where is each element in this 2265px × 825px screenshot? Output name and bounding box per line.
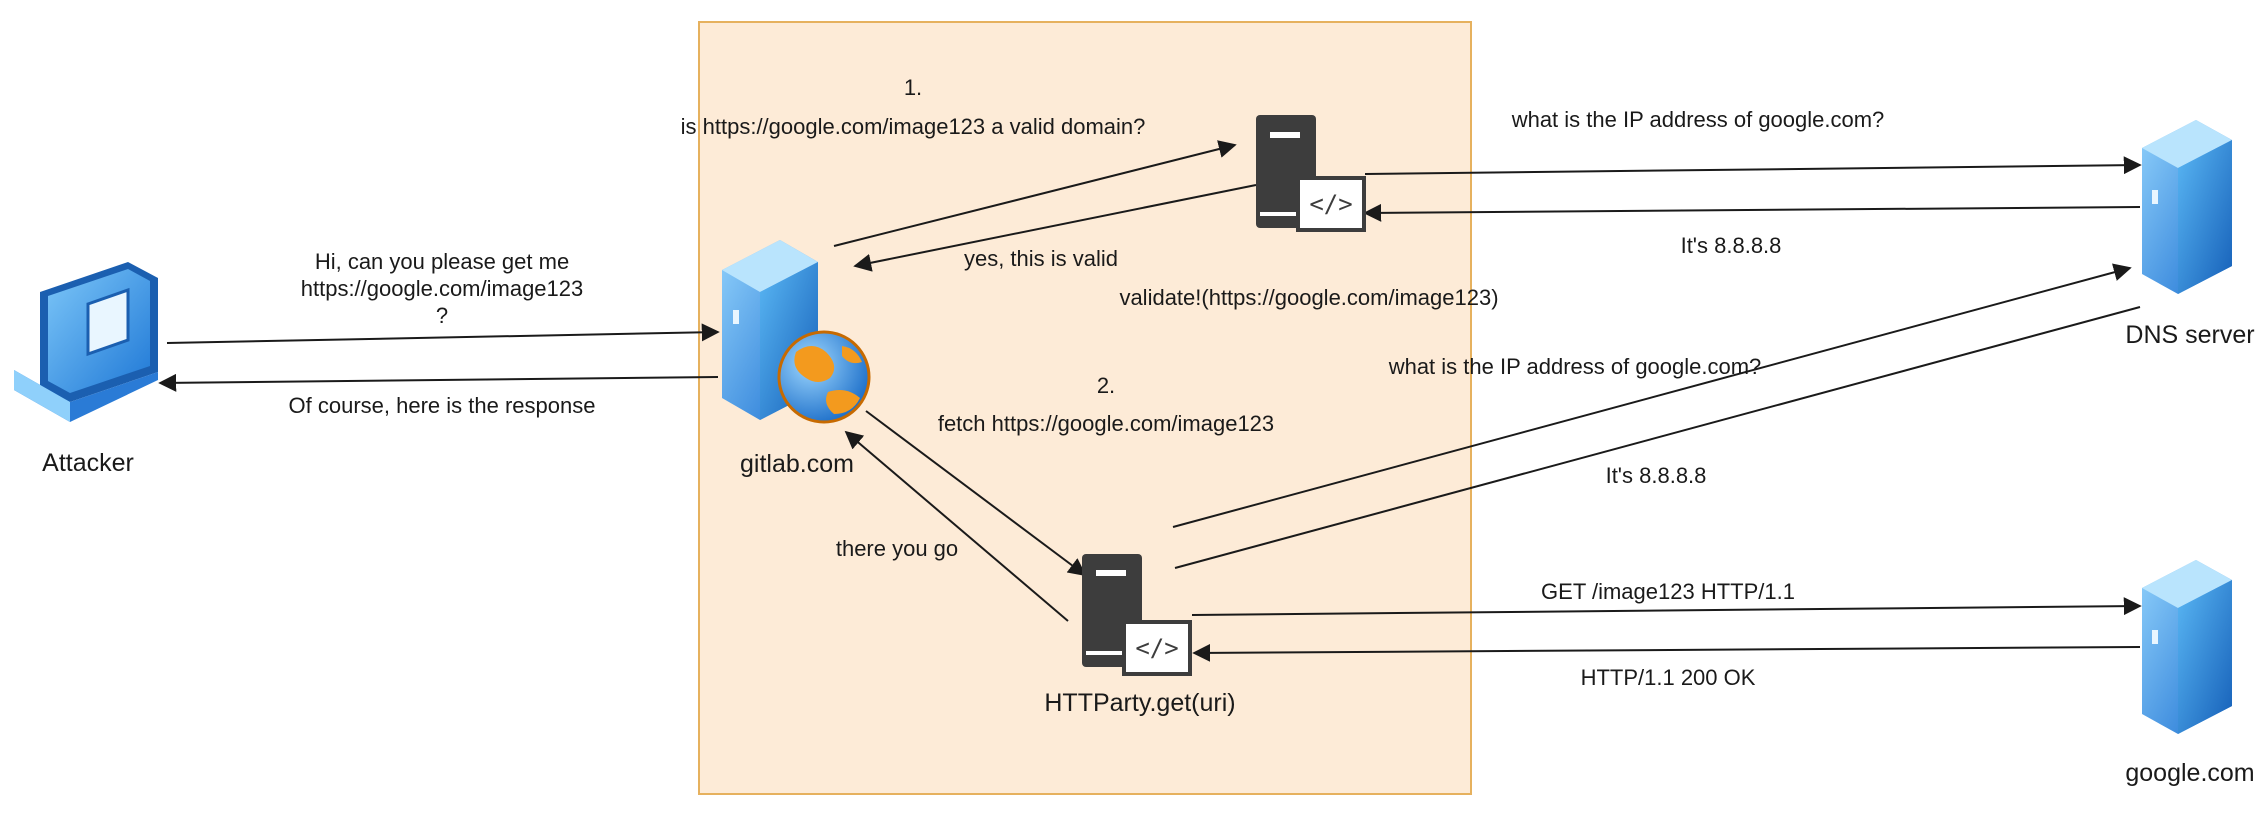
- arrow-httparty-to-google: [1191, 597, 2142, 616]
- arrow-google-to-httparty: [1192, 643, 2141, 662]
- step2-answer: there you go: [835, 536, 959, 561]
- arrow-gitlab-to-validator: [833, 140, 1237, 247]
- arrow-validator-to-dns: [1364, 156, 2142, 175]
- arrow-httparty-to-gitlab: [844, 430, 1069, 622]
- httparty-label: HTTParty.get(uri): [1044, 689, 1236, 717]
- gitlab-label: gitlab.com: [740, 450, 854, 478]
- google-label: google.com: [2125, 759, 2255, 787]
- dns-query-2: what is the IP address of google.com?: [1388, 354, 1762, 379]
- httparty-code-server-icon: </>: [1082, 554, 1192, 676]
- svg-text:</>: </>: [1309, 190, 1352, 218]
- attacker-response: Of course, here is the response: [288, 393, 596, 418]
- http-request: GET /image123 HTTP/1.1: [1541, 579, 1795, 604]
- dns-server-tower-icon: [2142, 120, 2232, 294]
- dns-query-1: what is the IP address of google.com?: [1511, 107, 1885, 132]
- arrow-gitlab-to-httparty: [865, 410, 1087, 577]
- validator-code-server-icon: </>: [1256, 115, 1366, 232]
- arrow-dns-to-httparty: [1174, 306, 2141, 569]
- dns-reply-1: It's 8.8.8.8: [1680, 233, 1782, 258]
- dns-reply-2: It's 8.8.8.8: [1605, 463, 1707, 488]
- step2-action: fetch https://google.com/image123: [937, 411, 1275, 436]
- attacker-label: Attacker: [42, 449, 134, 477]
- step1-question: is https://google.com/image123 a valid d…: [680, 114, 1146, 139]
- arrow-dns-to-validator: [1363, 203, 2141, 222]
- svg-text:</>: </>: [1135, 634, 1178, 662]
- attacker-request-line2: https://google.com/image123: [300, 276, 584, 301]
- arrow-validator-to-gitlab: [853, 184, 1257, 272]
- google-server-tower-icon: [2142, 560, 2232, 734]
- web-server-globe-icon: [722, 240, 871, 424]
- http-response: HTTP/1.1 200 OK: [1580, 665, 1756, 690]
- arrow-httparty-to-dns: [1172, 263, 2132, 528]
- attacker-request-line1: Hi, can you please get me: [314, 249, 570, 274]
- step2-number: 2.: [1096, 373, 1116, 398]
- attacker-request-line3: ?: [435, 303, 449, 328]
- arrow-attacker-to-gitlab: [166, 323, 720, 344]
- laptop-icon: [14, 262, 158, 422]
- arrow-gitlab-to-attacker: [158, 373, 719, 392]
- step1-call: validate!(https://google.com/image123): [1119, 285, 1499, 310]
- dns-server-label: DNS server: [2125, 321, 2255, 349]
- step1-number: 1.: [903, 75, 923, 100]
- step1-answer: yes, this is valid: [963, 246, 1119, 271]
